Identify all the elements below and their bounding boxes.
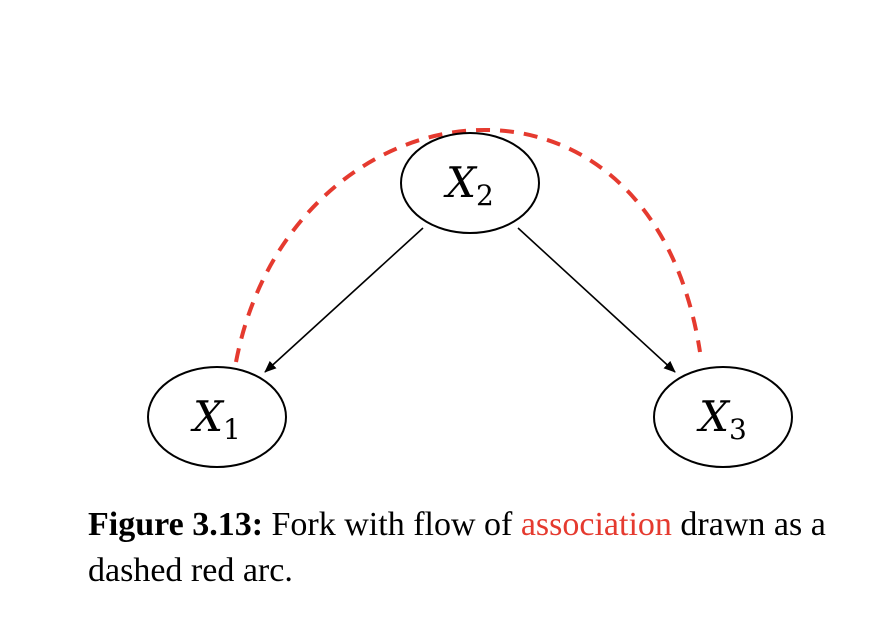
edge-x2-x3 [517,227,676,373]
caption-text-after: drawn as a dashed red arc. [88,506,826,589]
node-x3-label: X3 [696,392,747,446]
edge-x2-x1 [264,227,424,373]
caption-text-before: Fork with flow of [263,506,521,543]
figure-caption: Figure 3.13: Fork with flow of associati… [88,502,878,594]
node-x3: X3 [653,366,793,468]
caption-label: Figure 3.13: [88,506,264,543]
node-x1-label: X1 [190,392,241,446]
caption-highlight: association [520,506,672,543]
association-arc [234,127,702,363]
node-x1: X1 [147,366,287,468]
node-x2: X2 [400,132,540,234]
node-x2-label: X2 [443,158,494,212]
fork-diagram: X2 X1 X3 [147,127,793,468]
